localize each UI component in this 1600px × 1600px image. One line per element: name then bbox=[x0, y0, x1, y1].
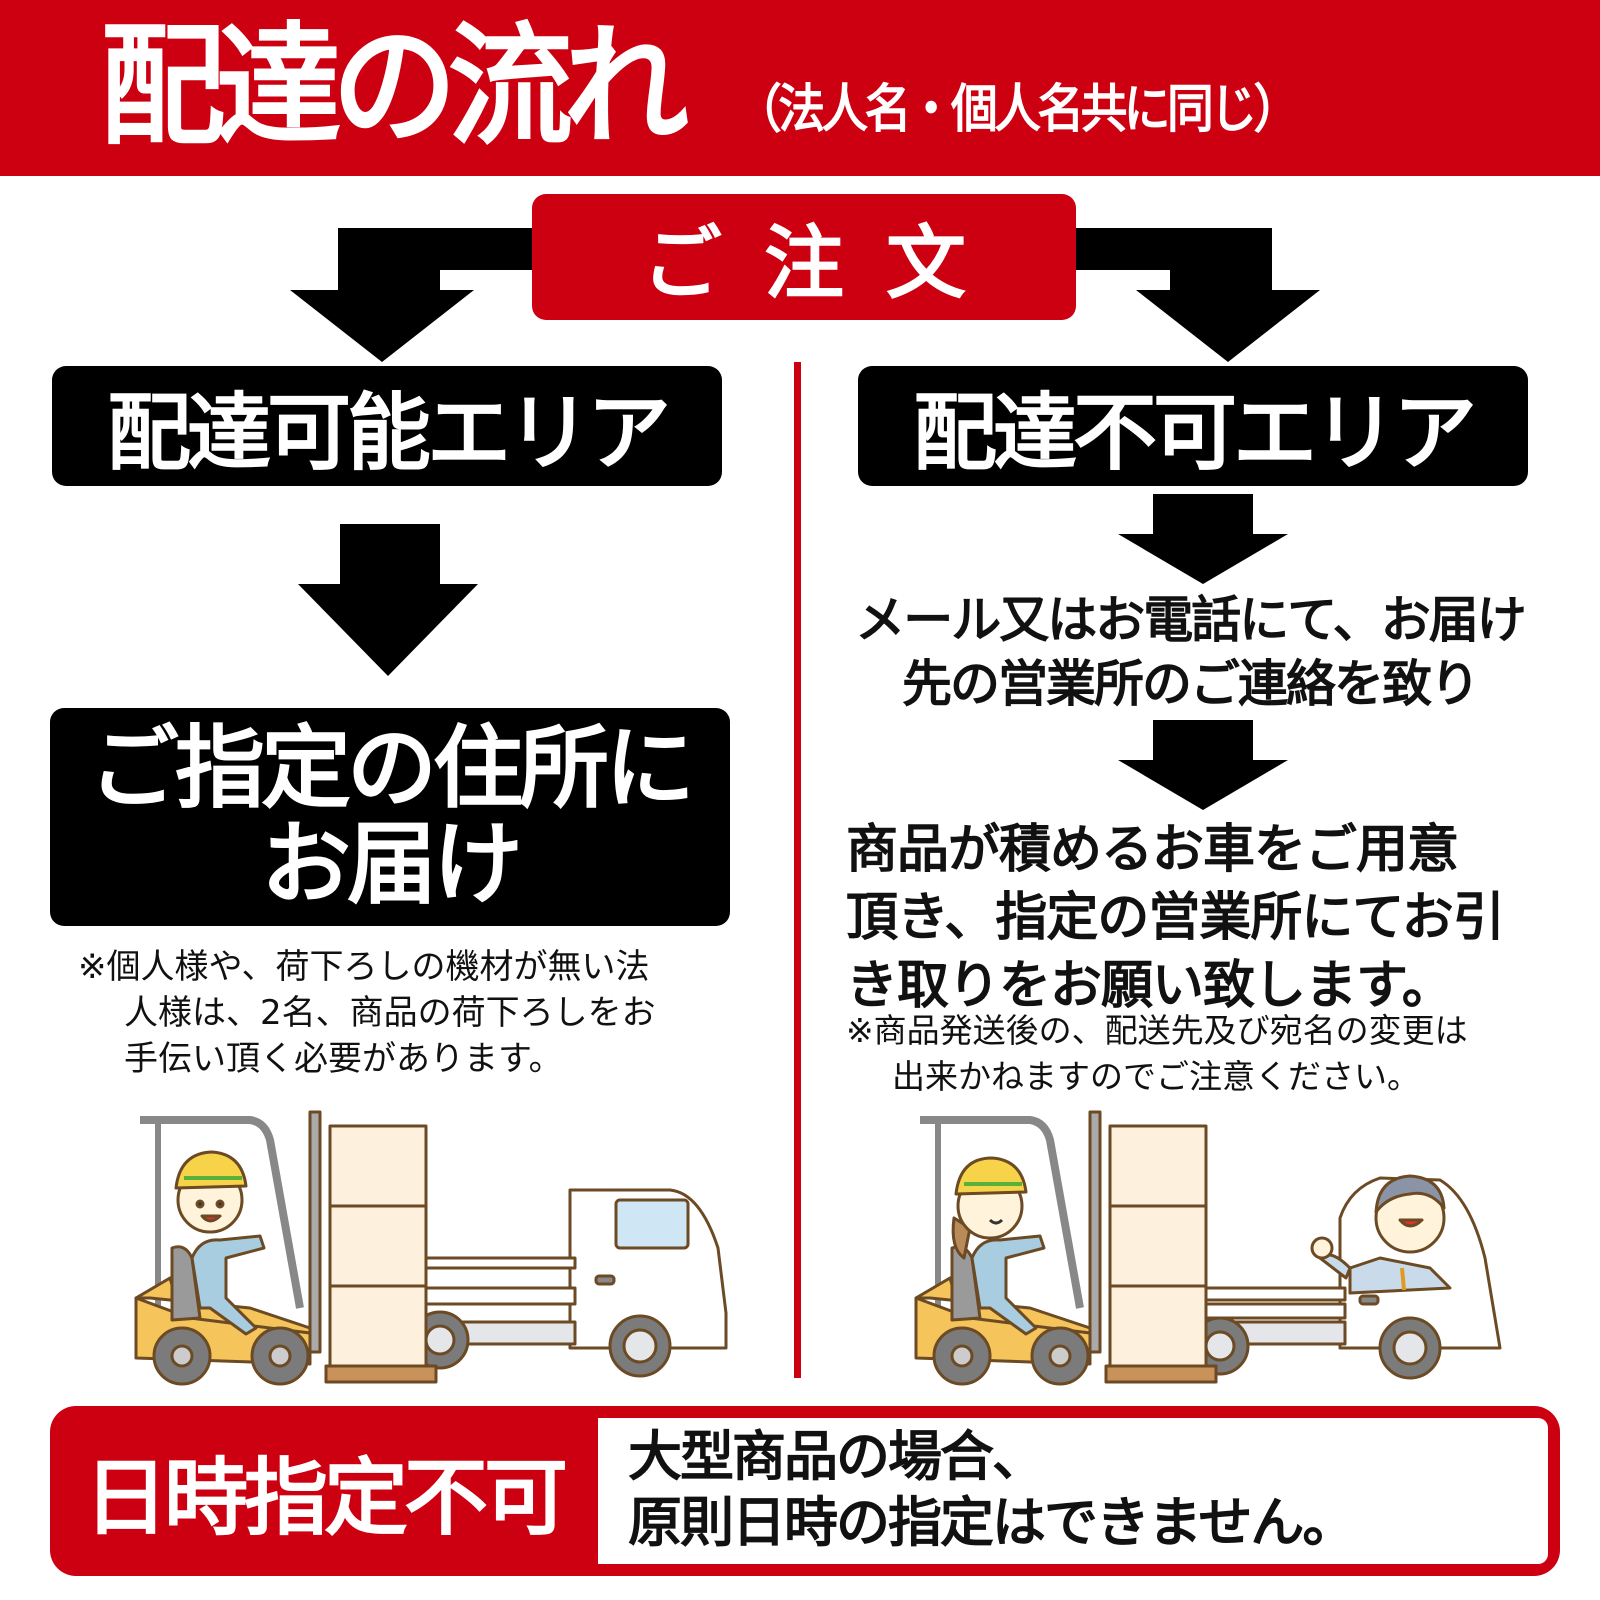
pickup-instruction: 商品が積めるお車をご用意 頂き、指定の営業所にてお引 き取りをお願い致します。 bbox=[846, 816, 1546, 1020]
non-deliverable-area-box: 配達不可エリア bbox=[858, 366, 1528, 486]
contact-line-1: メール又はお電話にて、お届け bbox=[855, 591, 1527, 649]
no-time-designation-label: 日時指定不可 bbox=[83, 1448, 568, 1547]
page-title: 配達の流れ bbox=[100, 10, 689, 164]
forklift-truck-illustration-right bbox=[914, 1110, 1502, 1386]
banner-line-2: 原則日時の指定はできません。 bbox=[628, 1491, 1356, 1554]
branch-arrow-right-icon bbox=[1060, 228, 1320, 362]
header-banner bbox=[0, 0, 1600, 176]
non-deliverable-area-label: 配達不可エリア bbox=[912, 383, 1477, 482]
deliverable-area-label: 配達可能エリア bbox=[106, 383, 671, 482]
page-subtitle: （法人名・個人名共に同じ） bbox=[735, 80, 1300, 140]
deliver-line-2: お届け bbox=[261, 812, 523, 917]
pickup-line-3: き取りをお願い致します。 bbox=[846, 956, 1454, 1016]
contact-line-2: 先の営業所のご連絡を致り bbox=[902, 655, 1480, 713]
banner-text-panel bbox=[598, 1418, 1548, 1564]
left-note: ※個人様や、荷下ろしの機材が無い法 人様は、2名、商品の荷下ろしをお 手伝い頂く… bbox=[78, 944, 718, 1082]
center-divider bbox=[794, 362, 801, 1378]
right-note: ※商品発送後の、配送先及び宛名の変更は 出来かねますのでご注意ください。 bbox=[846, 1008, 1546, 1100]
left-note-line-2: 人様は、2名、商品の荷下ろしをお bbox=[124, 993, 656, 1033]
forklift-truck-illustration-left bbox=[134, 1110, 728, 1386]
left-note-line-1: ※個人様や、荷下ろしの機材が無い法 bbox=[78, 947, 650, 987]
pickup-line-2: 頂き、指定の営業所にてお引 bbox=[846, 888, 1505, 948]
order-label: ご注文 bbox=[642, 217, 1008, 310]
arrow-down-icon bbox=[1118, 720, 1288, 810]
arrow-down-icon bbox=[298, 524, 478, 676]
arrow-down-icon bbox=[1118, 494, 1288, 584]
contact-instruction: メール又はお電話にて、お届け 先の営業所のご連絡を致り bbox=[840, 588, 1540, 716]
branch-arrow-left-icon bbox=[290, 228, 540, 362]
right-note-line-1: ※商品発送後の、配送先及び宛名の変更は bbox=[846, 1011, 1468, 1050]
deliver-to-address-box: ご指定の住所に お届け bbox=[50, 708, 730, 926]
order-box: ご注文 bbox=[532, 194, 1076, 320]
deliverable-area-box: 配達可能エリア bbox=[52, 366, 722, 486]
deliver-line-1: ご指定の住所に bbox=[89, 716, 695, 821]
right-note-line-2: 出来かねますのでご注意ください。 bbox=[892, 1057, 1420, 1096]
left-note-line-3: 手伝い頂く必要があります。 bbox=[124, 1039, 563, 1079]
pickup-line-1: 商品が積めるお車をご用意 bbox=[846, 820, 1459, 880]
banner-text: 大型商品の場合、 原則日時の指定はできません。 bbox=[628, 1424, 1548, 1556]
banner-line-1: 大型商品の場合、 bbox=[628, 1425, 1046, 1488]
